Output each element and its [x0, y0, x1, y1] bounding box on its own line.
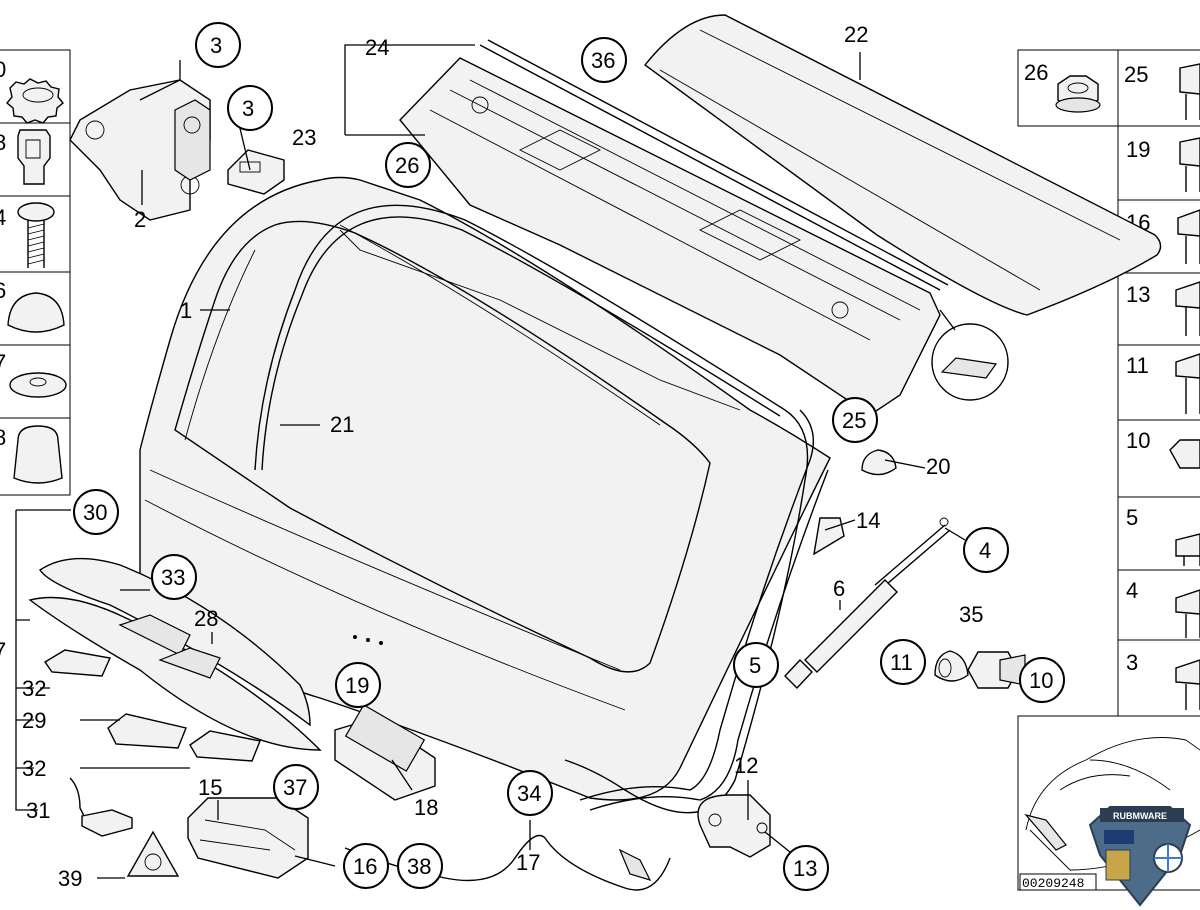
weatherstrip [579, 409, 814, 801]
callout-29: 29 [22, 708, 46, 733]
callout-32a: 32 [22, 676, 46, 701]
callout-17: 17 [516, 850, 540, 875]
seal-detail-circle [931, 323, 1009, 401]
callout-15: 15 [198, 775, 222, 800]
watermark-badge: RUBMWARE [1088, 806, 1192, 907]
left-col-label-4: 6 [0, 278, 6, 303]
callout-10: 10 [1029, 668, 1053, 693]
hinge-assembly [69, 79, 285, 221]
callout-circles [73, 22, 1065, 891]
callout-30: 30 [83, 500, 107, 525]
warning-label-39 [126, 830, 180, 877]
callout-18: 18 [414, 795, 438, 820]
box-label-10: 10 [1126, 428, 1150, 453]
callout-14: 14 [856, 508, 880, 533]
callout-16: 16 [353, 854, 377, 879]
star-washer-icon [6, 78, 64, 124]
callout-4: 4 [979, 538, 991, 563]
reference-code: 00209248 [1022, 876, 1084, 891]
callout-33: 33 [161, 565, 185, 590]
callout-13: 13 [793, 856, 817, 881]
box-label-26: 26 [1024, 60, 1048, 85]
callout-labels: 3 3 2 1 21 24 23 36 26 22 25 20 14 4 6 5… [0, 22, 1053, 891]
clip-icon [17, 129, 51, 185]
leader-lines [15, 44, 966, 879]
callout-12: 12 [734, 753, 758, 778]
left-col-label-1: 0 [0, 57, 6, 82]
trim-strip [28, 557, 322, 751]
callout-3a: 3 [210, 33, 222, 58]
box-label-4: 4 [1126, 578, 1138, 603]
box-label-13: 13 [1126, 282, 1150, 307]
cable-17 [344, 834, 671, 891]
callout-1: 1 [180, 298, 192, 323]
rubber-cap-icon [7, 292, 65, 333]
right-parts-column: 26 25 19 16 13 11 10 5 4 3 [1017, 49, 1200, 717]
callout-36: 36 [591, 48, 615, 73]
callout-35: 35 [959, 602, 983, 627]
license-light-32-upper [43, 649, 112, 677]
screw-icon [17, 202, 55, 268]
washer-icon [9, 372, 67, 398]
bolt-icons [1169, 63, 1200, 710]
callout-5: 5 [749, 653, 761, 678]
callout-23: 23 [292, 125, 316, 150]
callout-26: 26 [395, 153, 419, 178]
callout-7-partial: 7 [0, 638, 6, 663]
callout-24: 24 [365, 35, 389, 60]
handle-29 [107, 713, 187, 749]
callout-19: 19 [345, 673, 369, 698]
handle-housing-18 [334, 704, 436, 801]
callout-11: 11 [890, 650, 913, 675]
callout-39: 39 [58, 866, 82, 891]
callout-21: 21 [330, 412, 354, 437]
callout-6: 6 [833, 576, 845, 601]
callout-38: 38 [407, 854, 431, 879]
left-col-label-6: 8 [0, 425, 6, 450]
vehicle-thumbnail: 00209248 [1017, 715, 1200, 891]
box-label-5: 5 [1126, 505, 1138, 530]
connector-31 [69, 777, 133, 837]
callout-34: 34 [517, 781, 541, 806]
bump-stop-icon [13, 425, 63, 484]
callout-22: 22 [844, 22, 868, 47]
callout-20: 20 [926, 454, 950, 479]
callout-2: 2 [134, 207, 146, 232]
watermark-text: RUBMWARE [1113, 811, 1167, 821]
box-label-25: 25 [1124, 62, 1148, 87]
grommet-20 [861, 449, 897, 476]
crest-icon [1105, 849, 1131, 881]
license-light-32-lower [189, 730, 261, 762]
left-col-label-2: 8 [0, 130, 6, 155]
callout-31: 31 [26, 798, 50, 823]
gas-strut [784, 517, 951, 690]
callout-32b: 32 [22, 756, 46, 781]
bracket-12 [697, 794, 771, 858]
box-label-19: 19 [1126, 137, 1150, 162]
buffer-35 [934, 650, 1026, 689]
callout-25: 25 [842, 408, 866, 433]
spoiler-frame [399, 39, 949, 416]
wedge-14 [813, 517, 845, 556]
left-col-label-5: 7 [0, 350, 6, 375]
box-label-3: 3 [1126, 650, 1138, 675]
callout-28: 28 [194, 606, 218, 631]
left-col-label-3: 4 [0, 205, 6, 230]
flange-nut-icon [1055, 75, 1101, 113]
rear-spoiler-22 [643, 14, 1162, 316]
callout-3b: 3 [242, 96, 254, 121]
left-parts-column: 0 8 4 6 7 8 [0, 49, 71, 496]
box-label-11: 11 [1126, 353, 1149, 378]
seal-21 [254, 204, 809, 814]
lock-15 [187, 797, 309, 879]
callout-37: 37 [283, 775, 307, 800]
